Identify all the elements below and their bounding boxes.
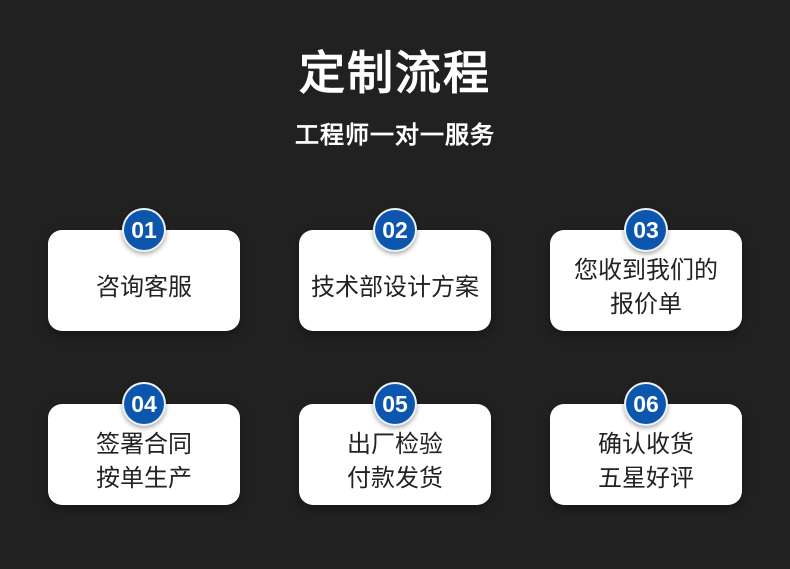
step-5: 05 出厂检验 付款发货 [299,382,491,505]
step-3-label: 您收到我们的 报价单 [574,256,718,318]
step-1: 01 咨询客服 [48,208,240,331]
step-4-card: 签署合同 按单生产 [48,404,240,505]
step-2: 02 技术部设计方案 [299,208,491,331]
step-3-number-badge: 03 [624,208,668,252]
step-5-number-badge: 05 [373,382,417,426]
step-5-label: 出厂检验 付款发货 [347,430,443,492]
step-4-number-badge: 04 [122,382,166,426]
step-4-label: 签署合同 按单生产 [96,430,192,492]
step-2-number-badge: 02 [373,208,417,252]
step-6-label: 确认收货 五星好评 [598,430,694,492]
page-subtitle: 工程师一对一服务 [295,121,495,149]
steps-grid: 01 咨询客服 02 技术部设计方案 03 您收到我们的 报价单 04 签署合同… [48,208,742,505]
step-2-card: 技术部设计方案 [299,230,491,331]
step-4: 04 签署合同 按单生产 [48,382,240,505]
page-title: 定制流程 [299,47,491,99]
poster-header: 定制流程 工程师一对一服务 [0,0,790,150]
step-6: 06 确认收货 五星好评 [550,382,742,505]
step-3: 03 您收到我们的 报价单 [550,208,742,331]
step-1-number-badge: 01 [122,208,166,252]
step-6-number-badge: 06 [624,382,668,426]
step-2-label: 技术部设计方案 [311,273,479,301]
step-1-label: 咨询客服 [96,273,192,301]
